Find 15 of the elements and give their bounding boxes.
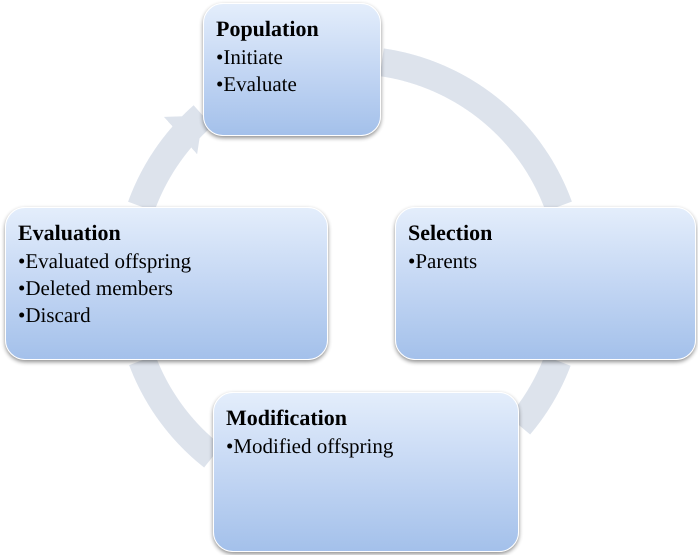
bullet-item: •Initiate <box>216 44 284 71</box>
bullet-item: •Deleted members <box>18 275 174 302</box>
process-box <box>5 207 328 360</box>
bullet-item: •Evaluate <box>216 71 298 98</box>
box-heading: Evaluation <box>18 219 122 247</box>
bullet-item: •Evaluated offspring <box>18 248 192 275</box>
bullet-item: •Discard <box>18 302 92 329</box>
box-heading: Population <box>216 15 320 43</box>
bullet-item: •Parents <box>408 248 478 275</box>
process-box <box>395 207 696 360</box>
box-heading: Selection <box>408 219 494 247</box>
bullet-item: •Modified offspring <box>226 433 394 460</box>
process-box <box>203 3 381 136</box>
process-box <box>213 392 519 552</box>
box-heading: Modification <box>226 404 348 432</box>
